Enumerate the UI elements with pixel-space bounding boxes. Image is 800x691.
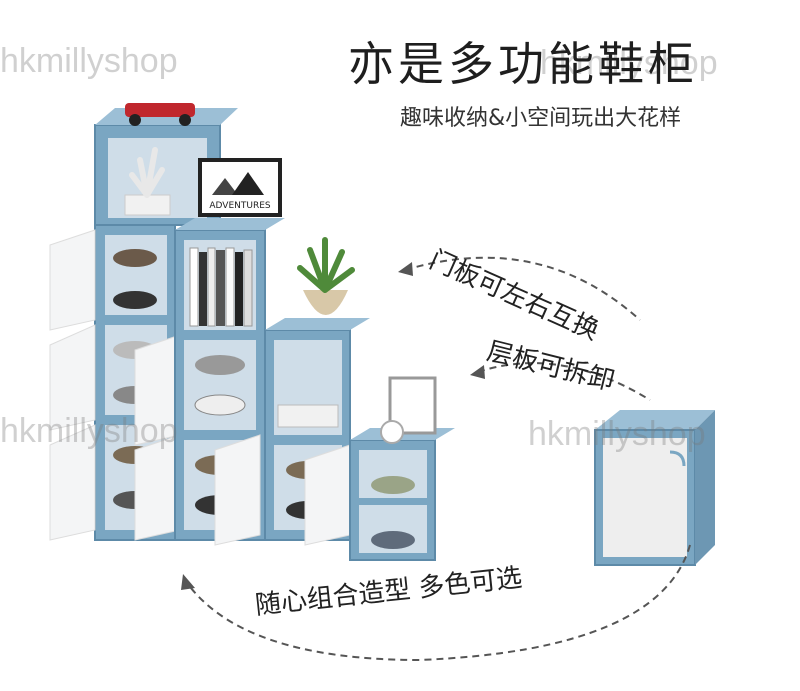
adventure-sign xyxy=(198,158,282,217)
clock-and-frame xyxy=(380,376,437,444)
single-cube xyxy=(594,410,715,566)
page-title: 亦是多功能鞋柜 xyxy=(348,37,698,91)
coral-decoration xyxy=(124,147,171,216)
watermark-topright: hkmillyshop xyxy=(540,44,718,82)
books xyxy=(189,247,253,327)
potted-plant xyxy=(297,237,355,315)
toy-car xyxy=(125,103,195,126)
page-subtitle: 趣味收纳&小空间玩出大花样 xyxy=(400,106,682,131)
arrow-heads xyxy=(181,262,485,590)
watermark-midleft: hkmillyshop xyxy=(0,412,178,450)
dashed-arrows xyxy=(184,256,691,662)
watermark-topleft: hkmillyshop xyxy=(0,42,178,80)
watermark-midright: hkmillyshop xyxy=(528,415,706,453)
cabinet-stack: ADVENTURES xyxy=(49,103,455,561)
sign-text: ADVENTURES xyxy=(209,201,271,211)
